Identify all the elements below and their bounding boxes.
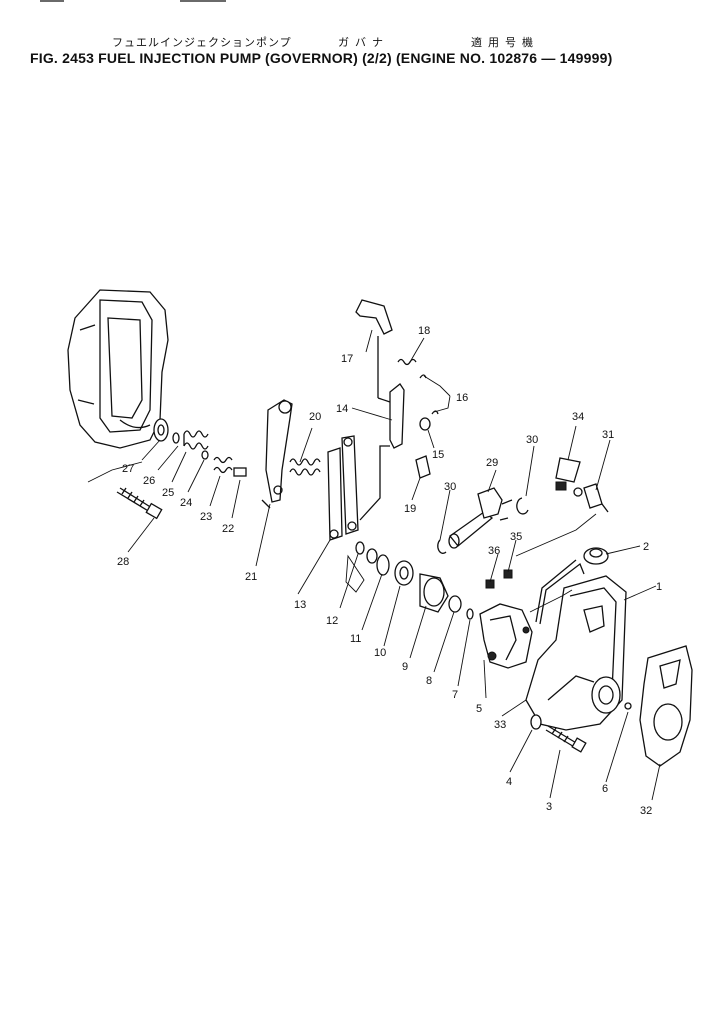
callout-14: 14 [336,403,348,415]
callout-26: 26 [143,475,155,487]
callout-6: 6 [602,783,608,795]
bolt-3-washer-4 [530,714,587,753]
callout-28: 28 [117,556,129,568]
leader-lines [87,329,661,801]
governor-lever-assembly [355,299,451,479]
callout-9: 9 [402,661,408,673]
callout-18: 18 [418,325,430,337]
callout-2: 2 [643,541,649,553]
spring-20 [289,458,321,476]
callout-20: 20 [309,411,321,423]
callout-27: 27 [122,463,134,475]
title-japanese-governor: ガバナ [338,36,389,49]
callout-10: 10 [374,647,386,659]
callout-23: 23 [200,511,212,523]
callout-8: 8 [426,675,432,687]
callout-15: 15 [432,449,444,461]
title-japanese: フュエルインジェクションポンプ [112,36,292,49]
gasket-32 [639,645,693,767]
callout-11: 11 [350,633,361,645]
link-13 [327,435,390,541]
callout-3: 3 [546,801,552,813]
callout-22: 22 [222,523,234,535]
sleeve-stack-12-7 [345,541,474,620]
callout-30-upper: 30 [526,434,538,446]
callout-29: 29 [486,457,498,469]
flyweight-5 [479,603,533,669]
governor-housing-1 [525,547,632,731]
callout-12: 12 [326,615,338,627]
callout-36: 36 [488,545,500,557]
figure-title: FIG. 2453 FUEL INJECTION PUMP (GOVERNOR)… [30,50,613,66]
callout-5: 5 [476,703,482,715]
callout-19: 19 [404,503,416,515]
bolt-28 [116,487,163,520]
callout-33: 33 [494,719,506,731]
title-japanese-applicable-serial: 適用号機 [471,36,539,49]
callout-17: 17 [341,353,353,365]
callout-35: 35 [510,531,522,543]
callout-4: 4 [506,776,512,788]
callout-24: 24 [180,497,192,509]
spring-stack-27-22 [153,418,247,477]
callout-32: 32 [640,805,652,817]
callout-34: 34 [572,411,584,423]
callout-1: 1 [656,581,662,593]
callout-13: 13 [294,599,306,611]
lever-21 [261,399,293,509]
callout-21: 21 [245,571,257,583]
callout-31: 31 [602,429,614,441]
governor-cover [67,289,169,449]
callout-25: 25 [162,487,174,499]
callout-labels: 1 2 3 4 5 6 7 8 9 10 11 12 13 14 15 16 1… [117,325,662,817]
shaft-29 [437,487,529,554]
small-parts-31-36 [485,457,609,589]
callout-16: 16 [456,392,468,404]
callout-7: 7 [452,689,458,701]
callout-30-lower: 30 [444,481,456,493]
